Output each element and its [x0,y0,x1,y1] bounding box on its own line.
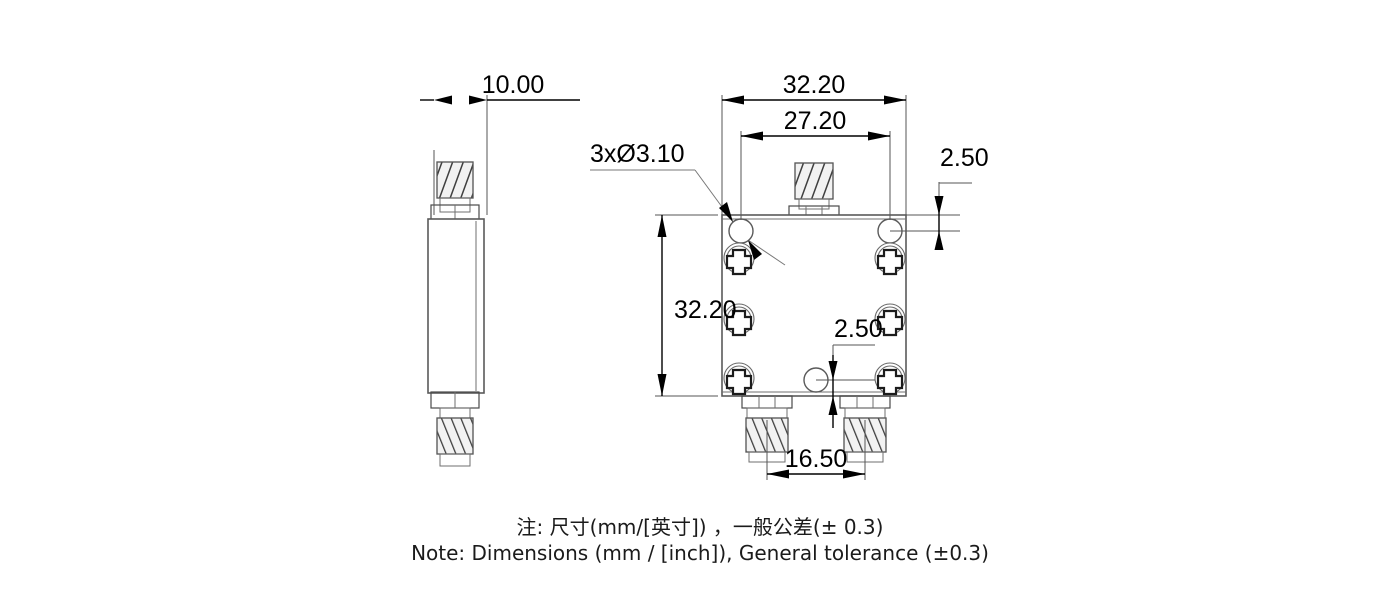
dimension-32-20-height-label: 32.20 [674,296,737,324]
screw-right-middle [874,303,906,337]
screw-left-middle [723,303,755,337]
notes-block: 注: 尺寸(mm/[英寸]) ，一般公差(± 0.3) Note: Dimens… [0,514,1400,566]
side-view-group: 10.00 [420,71,580,467]
screw-left-top [723,242,755,276]
dimension-2-50-top-right: 2.50 [890,144,989,250]
screw-left-bottom [723,362,755,396]
side-view-body [427,218,485,394]
dimension-27-20-label: 27.20 [784,107,847,135]
front-view-top-sma-connector [788,162,840,218]
note-line-chinese: 注: 尺寸(mm/[英寸]) ，一般公差(± 0.3) [516,515,884,539]
screw-right-bottom [874,362,906,396]
dimension-32-20-height: 32.20 [655,214,737,397]
dimension-10-00-label: 10.00 [482,71,545,99]
dimension-32-20-width: 32.20 [722,71,906,105]
hole-callout-label: 3xØ3.10 [590,140,685,168]
dimension-2-50-bottom-label: 2.50 [834,315,883,343]
dimension-16-50: 16.50 [766,420,866,480]
mounting-hole-top-left [728,218,754,244]
note-line-english: Note: Dimensions (mm / [inch]), General … [411,541,989,565]
screw-right-top [874,242,906,276]
dimension-32-20-width-label: 32.20 [783,71,846,99]
dimension-16-50-label: 16.50 [785,445,848,473]
side-view-bottom-sma-connector [430,391,480,467]
side-view-top-sma-connector [430,161,480,222]
front-view-group: 32.20 27.20 32.20 [590,71,989,480]
dimension-10-00: 10.00 [420,71,580,105]
screws-group [723,242,906,396]
dimension-2-50-bottom: 2.50 [816,315,883,428]
dimension-27-20: 27.20 [741,107,890,141]
hole-callout-3x-d3-10: 3xØ3.10 [590,140,786,266]
dimension-2-50-top-right-label: 2.50 [940,144,989,172]
